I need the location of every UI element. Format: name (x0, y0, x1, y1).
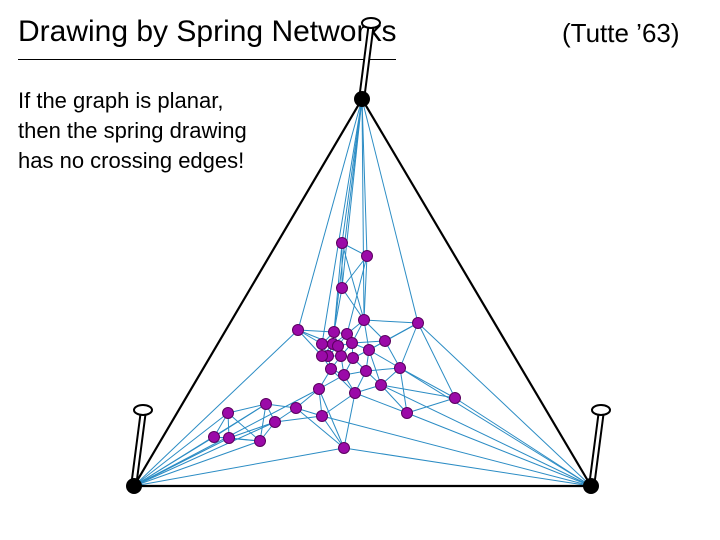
title-underline (18, 59, 396, 60)
citation: (Tutte ’63) (562, 18, 680, 48)
inner-node (347, 352, 359, 364)
inner-node (254, 435, 266, 447)
slide-title: Drawing by Spring Networks (18, 15, 397, 48)
spring-edge (133, 447, 345, 487)
pin-shaft-highlight (360, 24, 373, 98)
inner-node (316, 350, 328, 362)
spring-edge (343, 392, 356, 449)
pin-head (133, 404, 153, 416)
inner-node (358, 314, 370, 326)
inner-node (360, 365, 372, 377)
spring-edge (380, 384, 408, 414)
inner-node (379, 335, 391, 347)
inner-node (260, 398, 272, 410)
spring-edge (380, 384, 456, 399)
planarity-statement: If the graph is planar, then the spring … (18, 86, 348, 176)
spring-edge (259, 403, 267, 442)
pin-shaft-highlight (132, 412, 145, 485)
spring-edge (133, 329, 299, 487)
statement-line-1: If the graph is planar, (18, 88, 224, 113)
pin-head (591, 404, 611, 416)
inner-node (349, 387, 361, 399)
spring-edge (321, 392, 356, 417)
spring-edge (274, 415, 323, 423)
spring-edge (406, 397, 456, 414)
spring-edge (321, 98, 363, 345)
spring-edge (133, 412, 229, 487)
inner-node (313, 383, 325, 395)
spring-edge (368, 349, 382, 386)
inner-node (328, 326, 340, 338)
spring-edge (399, 367, 408, 414)
spring-edge (133, 403, 267, 487)
inner-node (269, 416, 281, 428)
pins (130, 17, 611, 487)
outer-edges (133, 98, 592, 488)
statement-line-2: then the spring drawing (18, 118, 247, 143)
inner-node (325, 363, 337, 375)
inner-node (346, 337, 358, 349)
spring-edge (321, 415, 592, 487)
inner-node (401, 407, 413, 419)
spring-edge (343, 447, 592, 487)
spring-edge (406, 412, 592, 487)
inner-node (394, 362, 406, 374)
inner-node (316, 338, 328, 350)
spring-edge (363, 255, 368, 321)
inner-node (222, 407, 234, 419)
inner-node (316, 410, 328, 422)
inner-node (338, 442, 350, 454)
spring-edge (295, 407, 345, 449)
spring-edge (227, 403, 267, 414)
inner-node (341, 328, 353, 340)
inner-node (208, 431, 220, 443)
inner-node (292, 324, 304, 336)
inner-node (412, 317, 424, 329)
spring-edge (228, 421, 276, 439)
inner-node (361, 250, 373, 262)
spring-edge (321, 415, 345, 449)
spring-edge (133, 421, 276, 487)
outer-edge (361, 98, 592, 487)
spring-edge (454, 397, 592, 487)
fixed-outer-node (354, 91, 370, 107)
spring-edge (297, 329, 335, 333)
outer-edge (133, 98, 363, 487)
spring-edge (341, 287, 365, 321)
spring-edge (133, 440, 261, 487)
spring-edge (399, 367, 592, 487)
spring-edge (297, 98, 363, 331)
spring-edge (341, 255, 368, 289)
inner-node (335, 350, 347, 362)
inner-node (336, 237, 348, 249)
pin-head (361, 17, 381, 29)
spring-edge (417, 322, 456, 399)
spring-edge (399, 322, 419, 369)
inner-node (223, 432, 235, 444)
fixed-outer-node (126, 478, 142, 494)
spring-edge (361, 98, 365, 321)
pin-shaft-highlight (590, 412, 603, 485)
spring-edge (333, 98, 363, 333)
nodes (126, 91, 599, 494)
inner-edges (133, 98, 592, 487)
inner-node (332, 340, 344, 352)
spring-edge (354, 392, 408, 414)
statement-line-3: has no crossing edges! (18, 148, 245, 173)
inner-node (449, 392, 461, 404)
inner-node (338, 369, 350, 381)
spring-edge (417, 322, 592, 487)
spring-edge (227, 412, 261, 442)
fixed-outer-node (583, 478, 599, 494)
spring-edge (361, 98, 368, 257)
inner-node (375, 379, 387, 391)
spring-edge (399, 367, 456, 399)
inner-node (336, 282, 348, 294)
spring-edge (361, 98, 419, 324)
spring-edge (363, 319, 419, 324)
inner-node (290, 402, 302, 414)
spring-edge (380, 384, 592, 487)
inner-node (363, 344, 375, 356)
